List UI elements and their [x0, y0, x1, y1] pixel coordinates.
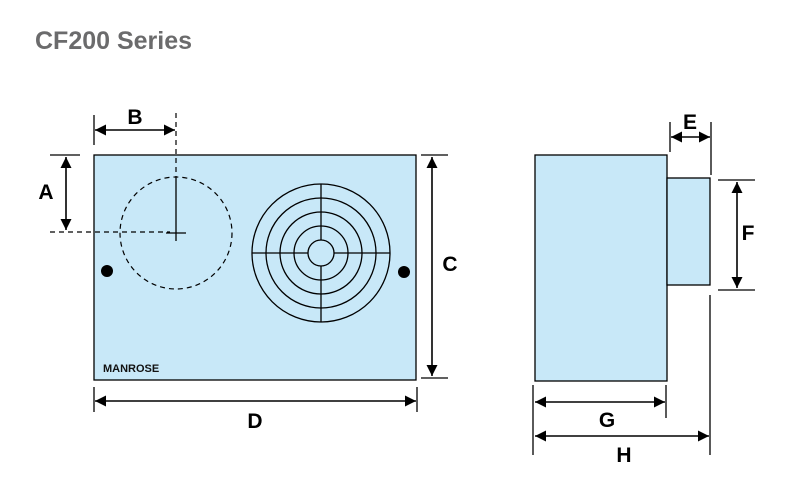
front-housing: [93, 154, 417, 381]
fan-grille-icon: [251, 183, 391, 323]
side-view: E F G H: [532, 111, 755, 467]
mounting-hole-left: [101, 265, 113, 277]
dimension-h-label: H: [616, 444, 631, 467]
dimension-f-label: F: [742, 222, 755, 245]
dimension-b-label: B: [127, 106, 142, 129]
dimension-c-label: C: [442, 253, 457, 276]
manrose-logo: MANROSE: [103, 363, 159, 375]
side-spigot: [666, 177, 711, 286]
front-view: MANROSE A B C D: [38, 106, 457, 433]
dimension-a-label: A: [38, 181, 53, 204]
mounting-hole-right: [398, 266, 410, 278]
dimension-g-label: G: [599, 409, 615, 432]
page-title: CF200 Series: [35, 27, 193, 55]
dimension-e-label: E: [683, 111, 697, 134]
side-housing: [534, 154, 668, 382]
dimension-d-label: D: [247, 410, 262, 433]
